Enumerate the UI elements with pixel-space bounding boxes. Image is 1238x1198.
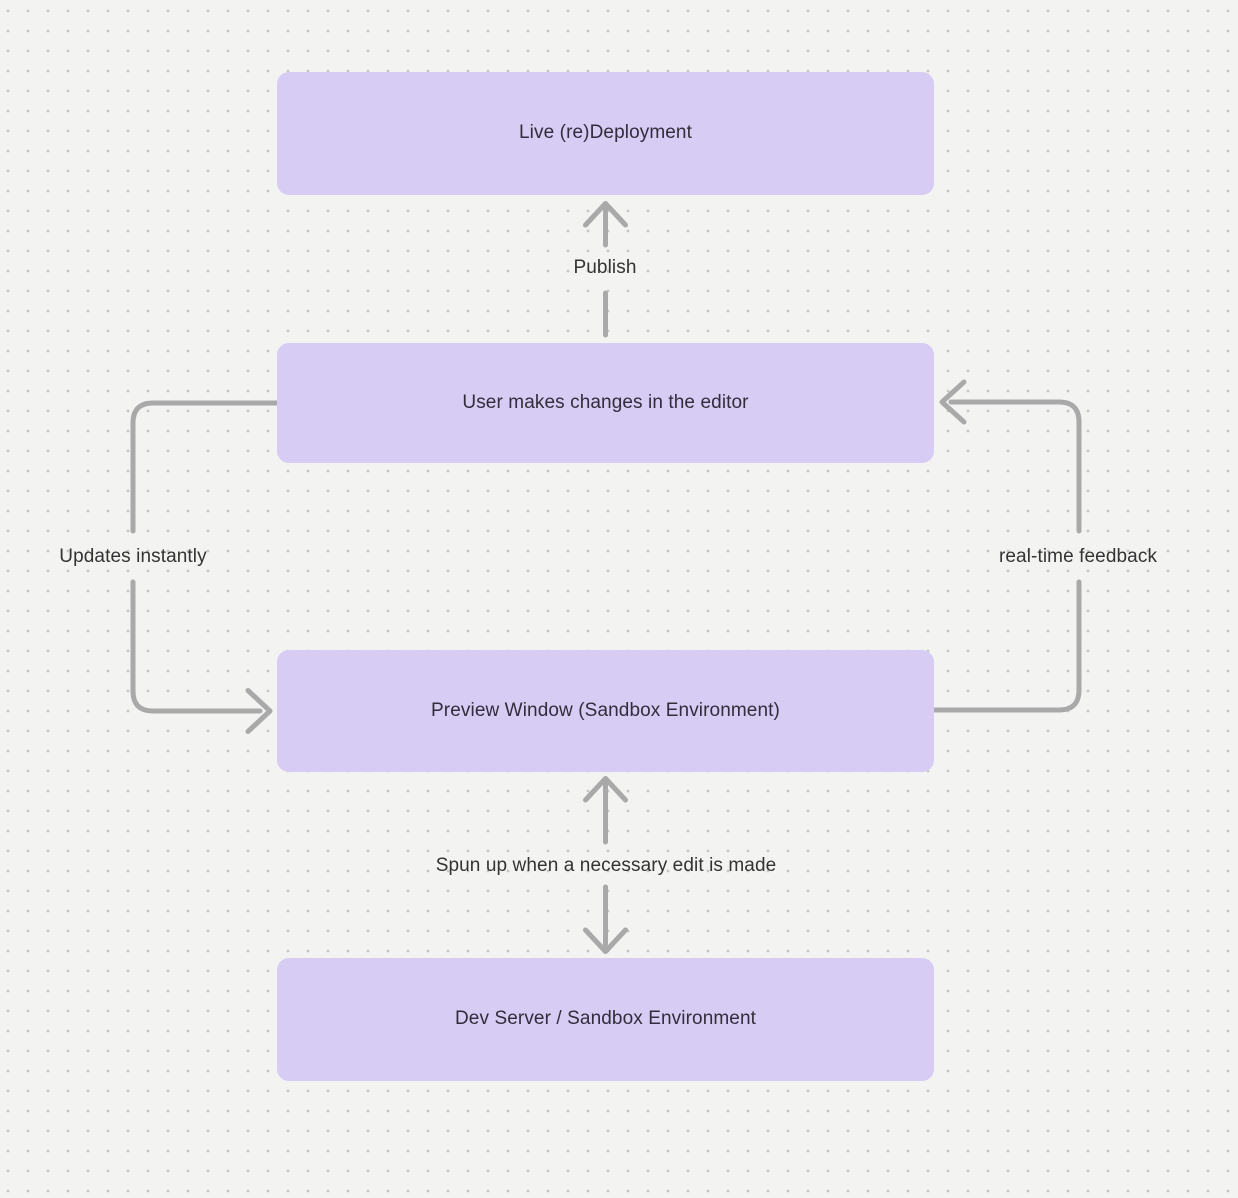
node-user-edits[interactable]: User makes changes in the editor — [277, 343, 934, 463]
edge-label-updates-instantly: Updates instantly — [59, 546, 207, 567]
node-label: Preview Window (Sandbox Environment) — [431, 699, 780, 721]
edge-label-spun-up: Spun up when a necessary edit is made — [435, 855, 777, 876]
arrowhead-right-icon — [245, 688, 273, 734]
node-preview-window[interactable]: Preview Window (Sandbox Environment) — [277, 650, 934, 772]
arrowhead-down-icon — [583, 927, 628, 954]
node-label: Dev Server / Sandbox Environment — [454, 1008, 756, 1030]
edge-label-real-time-feedback: real-time feedback — [998, 546, 1158, 567]
arrowhead-left-icon — [939, 379, 967, 425]
node-dev-server[interactable]: Dev Server / Sandbox Environment — [277, 958, 934, 1081]
node-live-redeployment[interactable]: Live (re)Deployment — [277, 72, 934, 195]
arrowhead-up-icon — [583, 776, 628, 803]
node-label: User makes changes in the editor — [462, 391, 749, 413]
edge-label-publish: Publish — [573, 257, 637, 278]
arrowhead-up-icon — [583, 201, 628, 228]
node-label: Live (re)Deployment — [519, 122, 692, 144]
